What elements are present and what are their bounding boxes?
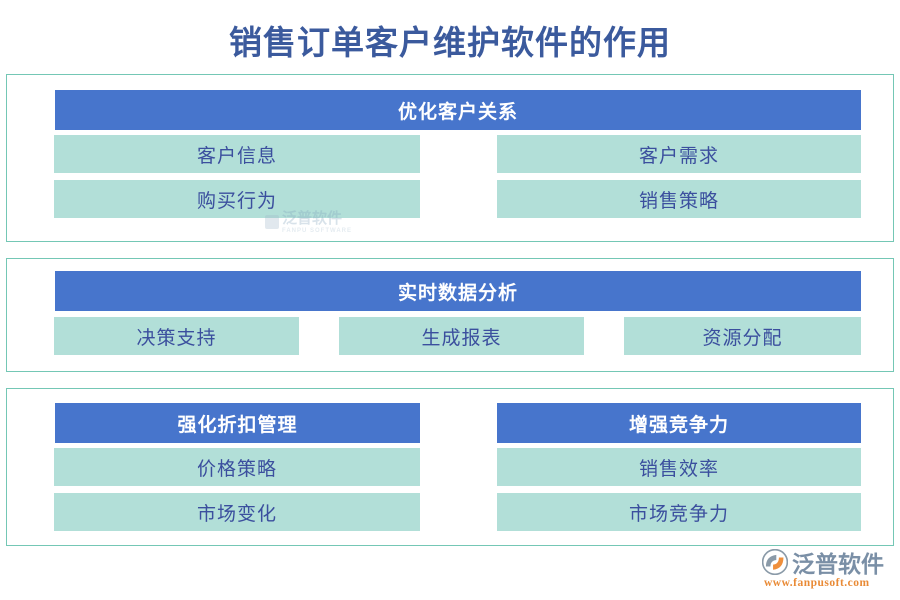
- item-box: 销售策略: [497, 180, 861, 218]
- brand-url: www.fanpusoft.com: [764, 577, 870, 589]
- item-box: 价格策略: [54, 448, 420, 486]
- section-card-discount-and-competitiveness: 强化折扣管理 价格策略 市场变化 增强竞争力 销售效率 市场竞争力: [6, 388, 894, 546]
- item-box: 决策支持: [54, 317, 299, 355]
- item-box: 市场变化: [54, 493, 420, 531]
- item-box: 生成报表: [339, 317, 584, 355]
- item-box: 购买行为: [54, 180, 420, 218]
- item-box: 市场竞争力: [497, 493, 861, 531]
- group-header-realtime-data-analysis: 实时数据分析: [55, 271, 861, 311]
- item-box: 客户需求: [497, 135, 861, 173]
- item-box: 销售效率: [497, 448, 861, 486]
- brand-row: 泛普软件: [762, 548, 894, 577]
- brand-logo: 泛普软件 www.fanpusoft.com: [762, 548, 894, 594]
- group-header-strengthen-discount-management: 强化折扣管理: [55, 403, 420, 443]
- item-box: 客户信息: [54, 135, 420, 173]
- fanpu-swirl-logo-icon: [762, 549, 788, 575]
- section-card-realtime-data-analysis: 实时数据分析 决策支持 生成报表 资源分配: [6, 258, 894, 372]
- page-title: 销售订单客户维护软件的作用: [229, 26, 671, 62]
- watermark-subtitle: FANPU SOFTWARE: [282, 228, 353, 234]
- group-header-optimize-customer-relations: 优化客户关系: [55, 90, 861, 130]
- group-header-enhance-competitiveness: 增强竞争力: [497, 403, 861, 443]
- section-card-optimize-customer-relations: 优化客户关系 客户信息 客户需求 购买行为 销售策略 泛普软件 FANPU SO…: [6, 74, 894, 242]
- item-box: 资源分配: [624, 317, 861, 355]
- brand-name: 泛普软件: [792, 551, 884, 577]
